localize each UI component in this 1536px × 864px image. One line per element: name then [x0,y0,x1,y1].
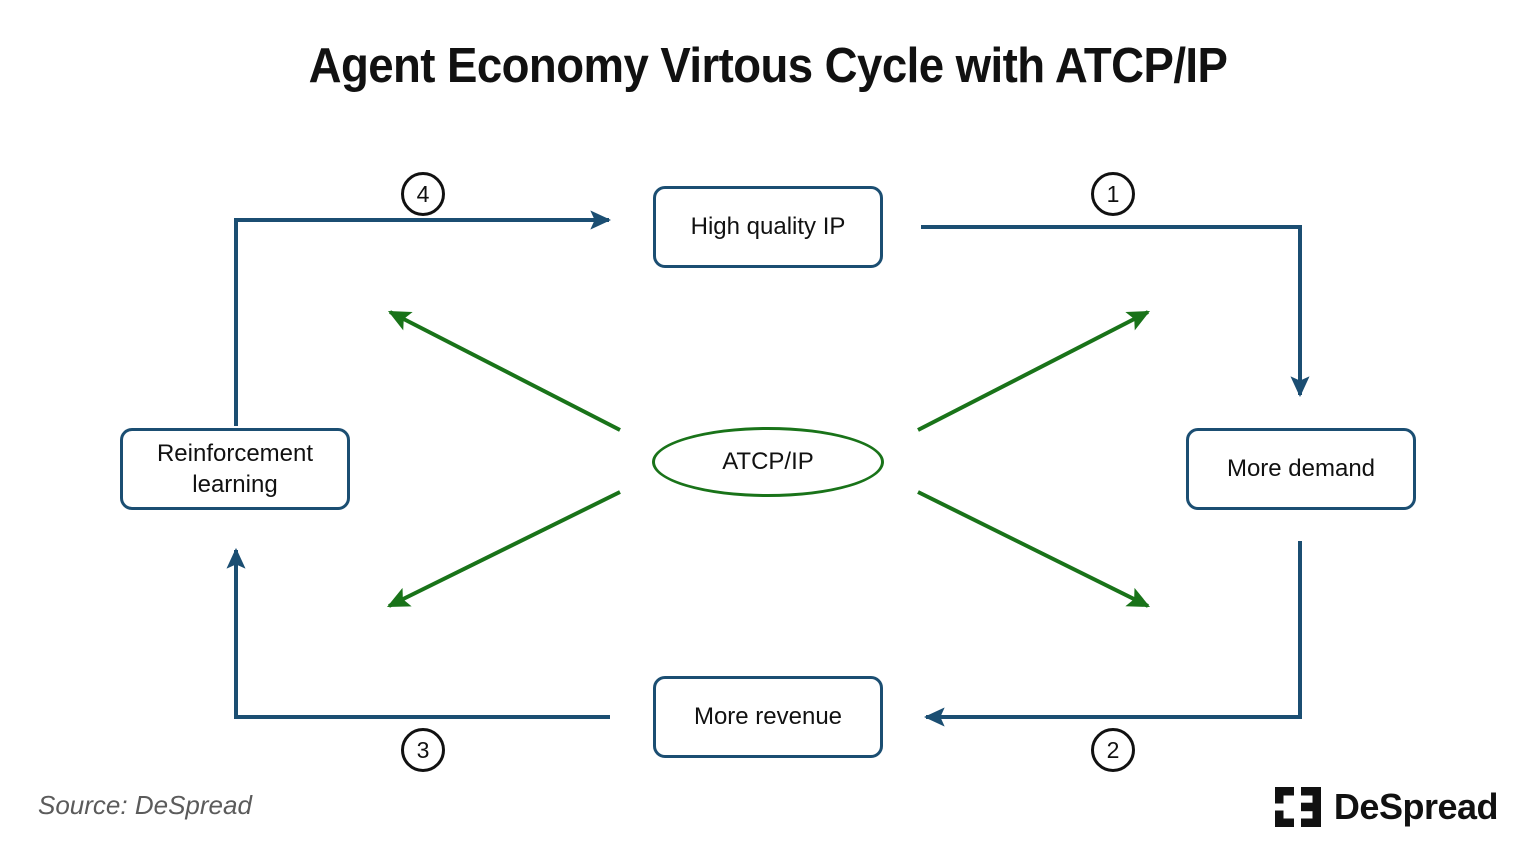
brand-name: DeSpread [1333,786,1499,827]
despread-logo-icon [1274,787,1321,827]
connector-hub-to-top-left [388,310,621,432]
connector-hub-to-bottom-left [386,490,621,608]
source-caption: Source: DeSpread [38,790,252,820]
step-badge-1: 1 [1091,172,1135,216]
connector-hub-to-bottom-right [917,490,1151,608]
brand-logo: DeSpread [1274,786,1499,828]
connector-step-1 [921,225,1310,398]
connector-hub-to-top-right [917,310,1150,432]
node-more-demand[interactable]: More demand [1186,428,1416,510]
step-badge-4: 4 [401,172,445,216]
connector-step-3 [226,547,610,719]
connector-step-2 [923,541,1302,727]
node-reinforcement-learning[interactable]: Reinforcement learning [120,428,350,510]
step-badge-3: 3 [401,728,445,772]
step-badge-2: 2 [1091,728,1135,772]
page-title: Agent Economy Virtous Cycle with ATCP/IP [308,39,1228,93]
node-more-revenue[interactable]: More revenue [653,676,883,758]
connector-step-4 [234,210,612,426]
hub-atcp-ip[interactable]: ATCP/IP [652,427,884,497]
node-high-quality-ip[interactable]: High quality IP [653,186,883,268]
